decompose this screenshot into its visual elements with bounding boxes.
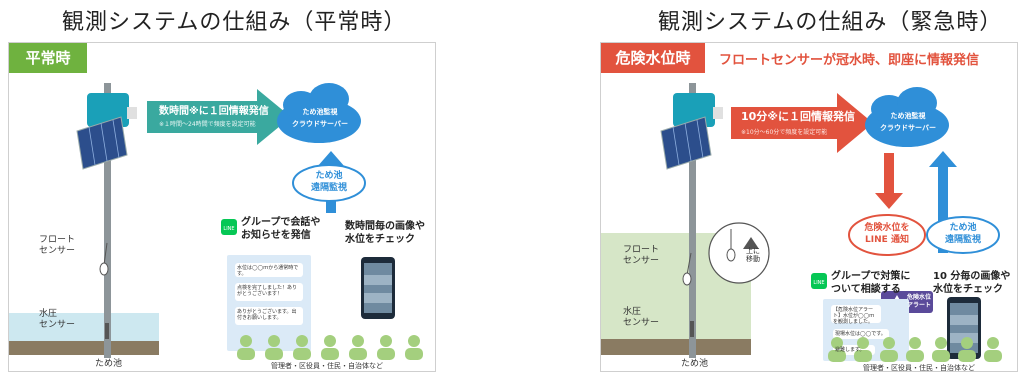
pond-label: ため池 [95, 359, 123, 369]
float-sensor-label-2: センサー [39, 246, 76, 256]
smartphone-icon [361, 257, 395, 319]
chat-message: 点検を完了しました！ありがとうございます！ [237, 285, 298, 297]
phone-note-2: 水位をチェック [933, 284, 1003, 295]
chat-message: ありがとうございます。出付きお願いします。 [237, 309, 297, 321]
pressure-sensor-label-2: センサー [39, 320, 76, 330]
pressure-sensor-label-2: センサー [623, 318, 660, 328]
line-logo-icon: LINE [811, 273, 827, 289]
arrow-icon [731, 93, 873, 153]
pond-label: ため池 [681, 359, 709, 369]
emergency-headline: フロートセンサーが冠水時、即座に情報発信 [719, 53, 980, 68]
chat-message: 【危険水位アラート】水位が◯◯ｍを観測しました。 [833, 307, 875, 325]
svg-text:LINE: LINE [813, 280, 824, 286]
chat-panel [227, 255, 311, 351]
chat-message: 水位は◯◯ｍから通常時です。 [237, 265, 299, 277]
pressure-sensor-shape [690, 321, 694, 337]
panel-normal: 平常時 [8, 42, 436, 372]
badge-normal: 平常時 [9, 43, 87, 73]
float-sensor-label-2: センサー [623, 256, 660, 266]
alert-label-1: 危険水位 [907, 294, 932, 301]
emergency-diagram-graphics: LINE ! [601, 83, 1002, 362]
line-note-1: グループで会話や [241, 217, 321, 228]
chat-bubble [833, 329, 889, 339]
chat-bubble [235, 263, 303, 277]
line-note-2: ついて相談する [831, 284, 901, 295]
cloud-label-1: ため池監視 [890, 112, 926, 120]
phone-note-1: 10 分毎の画像や [933, 271, 1011, 282]
line-logo-icon: LINE [221, 219, 237, 235]
diagram-title-normal: 観測システムの仕組み（平常時） [62, 10, 407, 35]
cloud-label-2: クラウドサーバー [880, 124, 936, 132]
solar-panel-icon [76, 93, 137, 170]
arrow-note: ※10分〜60分で頻度を設定可能 [741, 129, 828, 136]
chat-bubble [831, 305, 881, 323]
remote-label-2: 遠隔監視 [310, 183, 347, 193]
float-sensor-label-1: フロート [623, 245, 660, 255]
svg-text:LINE: LINE [223, 226, 234, 232]
chat-message: 現場水位は◯◯です。 [835, 331, 886, 337]
float-sensor-shape [99, 242, 109, 276]
chat-message: 避難します。 [835, 347, 865, 353]
line-notify-badge [848, 214, 926, 256]
move-note-2: 移動 [746, 255, 760, 263]
arrow-icon [875, 153, 903, 209]
cloud-label-1: ため池監視 [302, 108, 338, 116]
water-area [9, 313, 159, 343]
smartphone-icon [947, 297, 981, 359]
remote-monitoring-badge [292, 164, 366, 202]
float-sensor-label-1: フロート [39, 235, 76, 245]
chat-bubble [235, 307, 303, 325]
pressure-sensor-label-1: 水圧 [623, 307, 642, 317]
badge-emergency: 危険水位時 [601, 43, 705, 73]
remote-label-1: ため池 [949, 223, 977, 233]
pressure-sensor-shape [105, 323, 109, 339]
remote-label-2: 遠隔監視 [944, 235, 981, 245]
pressure-sensor-label-1: 水圧 [39, 309, 58, 319]
arrow-icon [743, 237, 759, 249]
chat-bubble [235, 283, 303, 301]
arrow-main-label: 10分※に１回情報発信 [741, 110, 856, 123]
people-label: 管理者・区役員・住民・自治体など [271, 362, 383, 370]
people-label: 管理者・区役員・住民・自治体など [863, 364, 975, 372]
monitoring-pole [689, 83, 696, 358]
pond-ground [9, 341, 159, 355]
notify-label-1: 危険水位を [864, 223, 910, 233]
diagram-title-emergency: 観測システムの仕組み（緊急時） [658, 10, 1003, 35]
phone-note-1: 数時間毎の画像や [345, 221, 425, 232]
cloud-label-2: クラウドサーバー [292, 120, 348, 128]
cloud-icon [865, 87, 949, 147]
person-icon [237, 335, 423, 360]
monitoring-pole [104, 83, 111, 358]
solar-panel-icon [660, 93, 723, 170]
notify-label-2: LINE 通知 [865, 235, 909, 245]
arrow-icon [147, 89, 291, 145]
arrow-note: ※１時間〜24時間で頻度を設定可能 [159, 121, 256, 128]
line-note-2: お知らせを発信 [241, 230, 311, 241]
float-sensor-shape [682, 252, 692, 286]
remote-label-1: ため池 [315, 171, 343, 181]
move-note-1: 上に [746, 247, 760, 255]
panel-emergency: 危険水位時 フロートセンサーが冠水時、即座に情報発信 [600, 42, 1018, 372]
line-note-1: グループで対策に [831, 271, 911, 282]
zoom-detail-circle [708, 222, 770, 284]
cloud-icon [277, 83, 361, 143]
normal-diagram-graphics: LINE [9, 83, 423, 360]
arrow-main-label: 数時間※に１回情報発信 [159, 106, 269, 117]
remote-monitoring-badge [926, 216, 1000, 254]
alert-label-2: アラート [907, 302, 932, 309]
person-icon [828, 337, 1002, 362]
phone-note-2: 水位をチェック [345, 234, 415, 245]
pond-ground [601, 339, 751, 355]
arrow-icon [929, 151, 957, 253]
